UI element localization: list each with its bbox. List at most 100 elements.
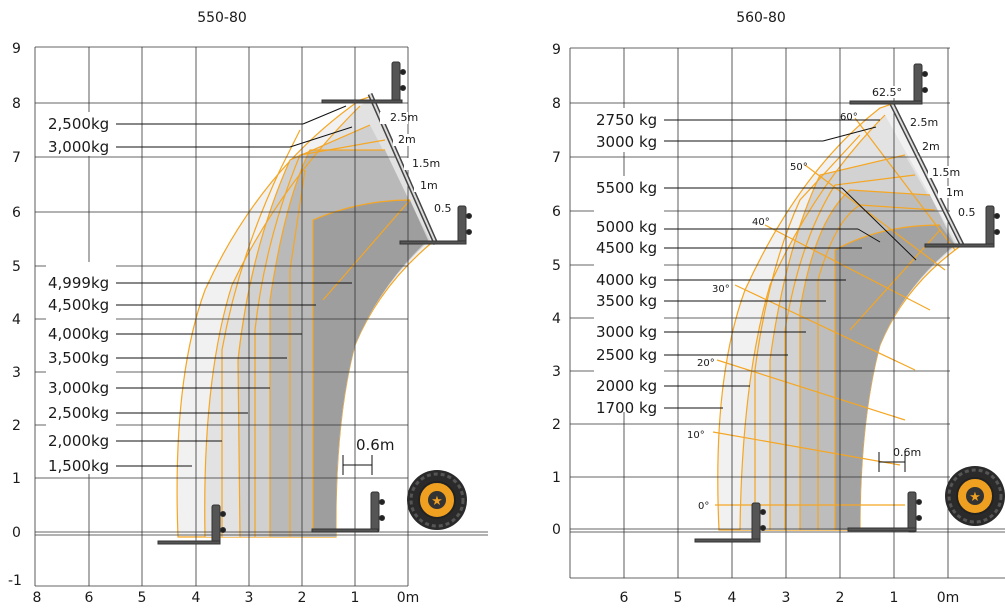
y-tick: 8	[12, 96, 21, 112]
zone-line	[289, 169, 306, 537]
wheel-icon: ★	[407, 470, 467, 530]
fork-gap-label: 0.6m	[356, 436, 394, 454]
x-tick: 6	[85, 590, 94, 606]
y-tick: 1	[12, 471, 21, 487]
load-label: 3,000kg	[48, 138, 109, 156]
x-axis: 8 6 5 4 3 2 1 0m	[33, 590, 420, 606]
angle-line	[854, 117, 956, 251]
boom-mark: 1m	[420, 179, 438, 192]
fork-mid	[924, 205, 1000, 248]
angle-label: 40°	[752, 217, 770, 228]
zone-line	[254, 139, 386, 537]
zone-line	[834, 224, 941, 530]
y-tick: 1	[552, 470, 561, 486]
boom: 62.5° 2.5m 2m 1.5m 1m 0.5	[870, 86, 976, 247]
x-axis: 6 5 4 3 2 1 0m	[620, 590, 960, 606]
zone-line	[769, 154, 906, 530]
chart-560-80: 560-80	[552, 10, 1005, 606]
angle-label: 10°	[687, 430, 705, 441]
fork-ground-left	[157, 504, 226, 545]
x-tick: 4	[728, 590, 737, 606]
boom-mark: 62.5°	[872, 86, 902, 99]
y-tick: 6	[552, 204, 561, 220]
boom-mark: 1.5m	[412, 157, 440, 170]
x-tick: 3	[245, 590, 254, 606]
load-labels: 2750 kg 3000 kg 5500 kg 5000 kg 4500 kg …	[594, 108, 917, 417]
x-tick: 0m	[937, 590, 960, 606]
zone-line	[739, 114, 886, 531]
x-tick: 5	[138, 590, 147, 606]
zone-line	[817, 204, 936, 530]
angle-line	[712, 431, 901, 466]
angle-label: 0°	[698, 501, 709, 512]
load-label: 2,000kg	[48, 432, 109, 450]
load-label: 4,999kg	[48, 274, 109, 292]
y-tick: 0	[552, 522, 561, 538]
wheel-icon: ★	[945, 466, 1005, 526]
fork-ground-right	[311, 491, 385, 533]
fork-gap-dimension: 0.6m	[878, 446, 921, 472]
x-tick: 2	[836, 590, 845, 606]
fork-gap-label: 0.6m	[893, 446, 921, 459]
load-labels: 2,500kg 3,000kg 4,999kg 4,500kg 4,000kg …	[46, 105, 353, 475]
zone-line	[221, 129, 301, 537]
x-tick: 8	[33, 590, 42, 606]
boom-mark: 1m	[946, 186, 964, 199]
angle-line	[764, 224, 931, 311]
x-tick: 1	[351, 590, 360, 606]
chart-550-80: 550-80	[8, 10, 488, 606]
load-label: 1,500kg	[48, 457, 109, 475]
y-tick: 7	[12, 150, 21, 166]
load-label: 1700 kg	[596, 399, 657, 417]
boom-mark: 2.5m	[910, 116, 938, 129]
fork-gap-dimension: 0.6m	[342, 436, 394, 475]
zone-line	[799, 189, 931, 530]
load-label: 4,500kg	[48, 296, 109, 314]
y-tick: 5	[12, 259, 21, 275]
zone-line	[754, 134, 861, 530]
angle-labels: 60° 50° 40° 30° 20° 10° 0°	[687, 112, 858, 512]
y-tick: 0	[12, 525, 21, 541]
fork-top	[849, 63, 928, 105]
angle-label: 30°	[712, 284, 730, 295]
angle-line	[734, 284, 916, 371]
fork-ground-right	[847, 491, 922, 533]
x-tick: 3	[782, 590, 791, 606]
boom-mark: 2.5m	[390, 111, 418, 124]
y-tick: -1	[8, 573, 22, 589]
load-label: 3500 kg	[596, 292, 657, 310]
zone-line	[237, 124, 371, 538]
y-tick: 7	[552, 150, 561, 166]
x-tick: 6	[620, 590, 629, 606]
y-axis: 9 8 7 6 5 4 3 2 1 0 -1	[8, 41, 22, 589]
angle-label: 20°	[697, 358, 715, 369]
fork-mid	[399, 205, 472, 245]
y-tick: 3	[12, 365, 21, 381]
x-tick: 0m	[397, 590, 420, 606]
boom-mark: 2m	[398, 133, 416, 146]
y-tick: 8	[552, 96, 561, 112]
load-label: 4000 kg	[596, 271, 657, 289]
svg-text:★: ★	[969, 490, 981, 505]
y-tick: 9	[552, 42, 561, 58]
load-label: 4500 kg	[596, 239, 657, 257]
zone-line	[784, 174, 916, 530]
y-tick: 2	[12, 418, 21, 434]
boom-mark: 0.5	[434, 202, 452, 215]
load-label: 2750 kg	[596, 111, 657, 129]
load-label: 2,500kg	[48, 404, 109, 422]
y-tick: 4	[12, 312, 21, 328]
load-label: 4,000kg	[48, 325, 109, 343]
chart-title: 550-80	[197, 10, 247, 26]
fork-ground-left	[694, 502, 766, 543]
y-tick: 5	[552, 258, 561, 274]
load-label: 3,500kg	[48, 349, 109, 367]
chart-title: 560-80	[736, 10, 786, 26]
x-tick: 5	[674, 590, 683, 606]
x-tick: 2	[298, 590, 307, 606]
boom-mark: 1.5m	[932, 166, 960, 179]
angle-label: 60°	[840, 112, 858, 123]
y-tick: 4	[552, 311, 561, 327]
y-tick: 3	[552, 364, 561, 380]
load-label: 3,000kg	[48, 379, 109, 397]
